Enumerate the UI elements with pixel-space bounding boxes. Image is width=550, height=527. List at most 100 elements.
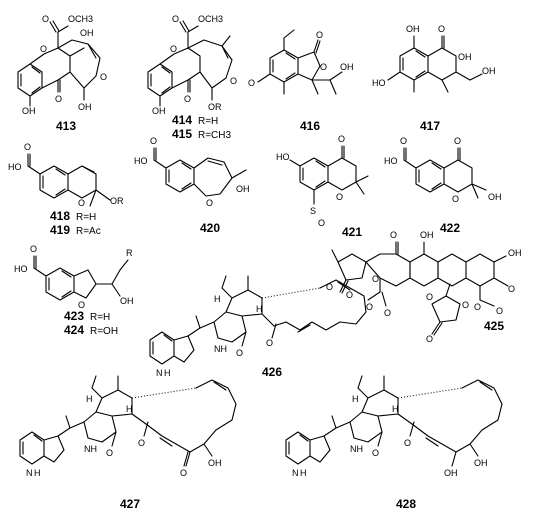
label-428-oh2: OH [474,458,488,468]
rgroup-424: R=OH [90,326,118,337]
rgroup-423: R=H [90,312,110,323]
label-421-o2: O [336,192,343,202]
label-425-o5: O [384,308,391,318]
label-422-ho: HO [384,156,398,166]
label-423-o2: O [78,300,85,310]
structure-417: OH O HO OH OH 417 [372,24,496,133]
label-427-h1: H [34,468,41,478]
label-416-oh: OH [340,62,354,72]
label-417-o: O [438,24,445,34]
label-427-o3: O [180,468,187,478]
structure-425: O O OH O O O O OH O O O O O O 425 [326,230,522,344]
rgroup-418: R=H [76,212,96,223]
label-428-nh: NH [350,444,363,454]
label-413-o3: O [55,94,62,104]
label-416-o1: O [316,30,323,40]
label-414-or: OR [208,102,222,112]
label-420-ho: HO [134,156,148,166]
label-413-oh2: OH [22,106,36,116]
label-425-o8: O [474,302,481,312]
compound-id-428: 428 [396,497,416,511]
structure-427: H H N H NH O O O OH 427 [19,375,237,511]
label-420-o2: O [206,198,213,208]
label-418-ho: HO [8,162,22,172]
label-425-o6: O [346,290,353,300]
label-425-oh2: OH [508,248,522,258]
label-427-h3: H [126,404,133,414]
label-425-o2: O [390,230,397,240]
label-425-o10: O [462,300,469,310]
label-422-o3: O [452,194,459,204]
label-423-o1: O [30,244,37,254]
compound-id-424: 424 [64,323,84,337]
compound-id-423: 423 [64,309,84,323]
label-426-o1: O [236,348,243,358]
structure-420: O HO O OH 420 [134,136,250,235]
label-428-n: N [292,468,299,478]
label-413-o4: O [100,72,107,82]
label-426-n: N [156,368,163,378]
label-427-nh: NH [84,444,97,454]
label-417-oh2: OH [458,52,472,62]
label-427-o2: O [138,438,145,448]
compound-id-418: 418 [50,209,70,223]
structure-418: O HO O OR 418 R=H 419 R=Ac [8,142,124,237]
label-428-h2: H [352,394,359,404]
label-417-oh1: OH [406,24,420,34]
label-423-ho: HO [14,264,28,274]
structure-416: O O O OH 416 [248,29,354,133]
label-425-o9: O [496,306,503,316]
label-423-r: R [126,248,133,258]
label-426-h2: H [214,294,221,304]
structure-422: O HO O O OH 422 [384,136,502,235]
label-413-o1: O [42,14,49,24]
structure-428: H H N H NH O O OH OH 428 [285,375,503,511]
label-414-o4: O [184,94,191,104]
label-425-o7: O [508,284,515,294]
label-426-h3: H [256,304,263,314]
label-418-or: OR [110,196,124,206]
structure-421: HO O O S O 421 [276,134,369,239]
compound-id-422: 422 [440,221,460,235]
label-425-o12: O [426,292,433,302]
label-413-oh3: OH [78,102,92,112]
label-416-o2: O [320,62,327,72]
label-426-o2: O [266,338,273,348]
label-414-oh: OH [152,106,166,116]
label-422-o1: O [400,136,407,146]
label-422-o2: O [454,136,461,146]
compound-id-420: 420 [200,221,220,235]
compound-id-417: 417 [420,119,440,133]
compound-id-415: 415 [172,127,192,141]
label-420-o: O [150,136,157,146]
rgroup-415: R=CH3 [198,130,232,141]
label-428-h1: H [300,468,307,478]
label-416-o3: O [248,78,255,88]
compound-id-421: 421 [342,225,362,239]
label-426-h1: H [164,368,171,378]
compound-id-426: 426 [262,365,282,379]
label-421-o3: O [318,218,325,228]
rgroup-419: R=Ac [76,226,101,237]
label-418-o2: O [78,198,85,208]
label-425-o4: O [366,302,373,312]
rgroup-414: R=H [198,116,218,127]
label-422-oh: OH [488,192,502,202]
label-425-o11: O [426,334,433,344]
structure-423: O HO O R OH 423 R=H 424 R=OH [14,244,134,337]
label-425-o1: O [326,282,333,292]
label-423-oh: OH [120,296,134,306]
label-414-o1: O [172,14,179,24]
label-428-oh1: OH [444,468,458,478]
structure-413: OCH3 OH O O OH O O OH 413 [17,14,107,133]
compound-id-425: 425 [484,319,504,333]
label-417-oh3: OH [482,66,496,76]
label-421-o1: O [338,134,345,144]
label-428-o2: O [404,438,411,448]
label-420-oh: OH [236,184,250,194]
label-428-h3: H [392,404,399,414]
compound-id-419: 419 [50,223,70,237]
compound-id-413: 413 [56,119,76,133]
label-413-o2: O [40,44,47,54]
